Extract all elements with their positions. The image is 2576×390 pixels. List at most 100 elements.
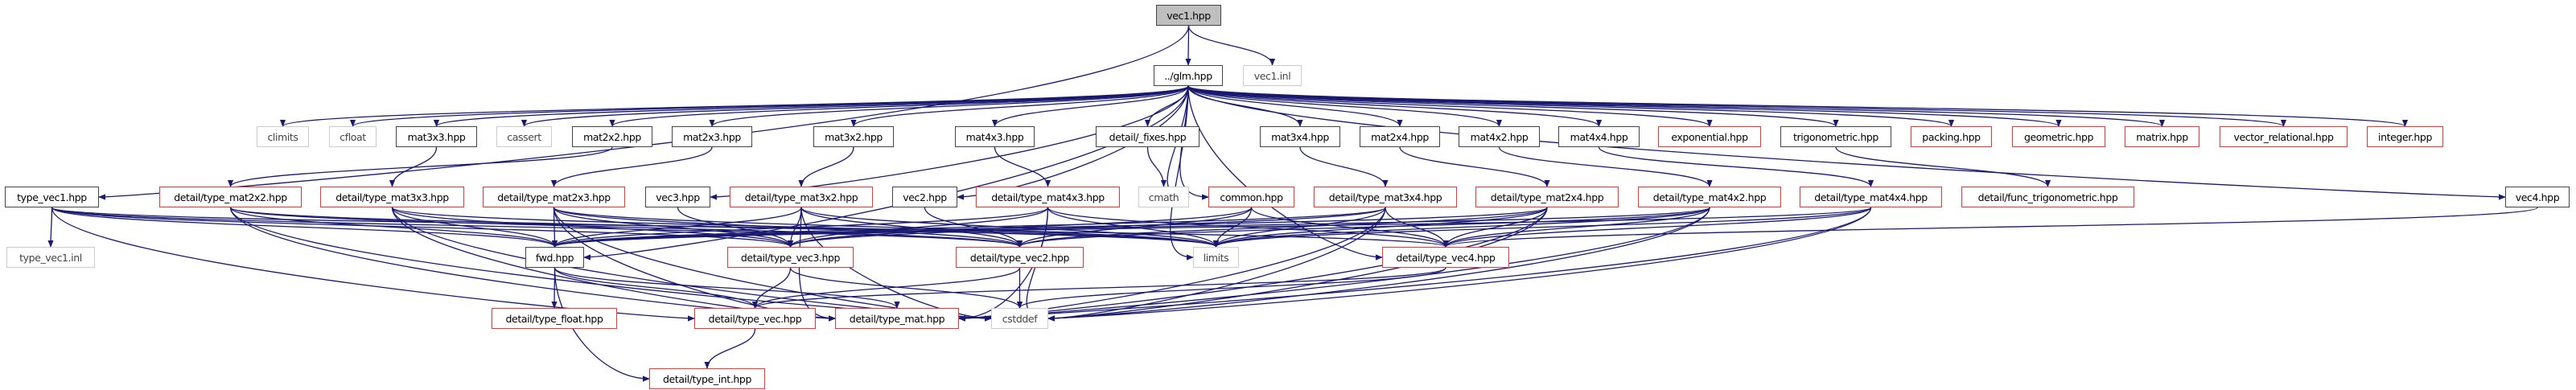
node-exponential[interactable]: exponential.hpp: [1658, 126, 1761, 147]
node-cfloat: cfloat: [329, 126, 377, 147]
edge-glm-to-mat3x2: [850, 85, 1189, 127]
edge-glm-to-exponential: [1187, 85, 1713, 127]
node-climits: climits: [257, 126, 309, 147]
edge-mat3x4-to-t_mat3x4: [1299, 146, 1389, 187]
node-vec1inl: vec1.inl: [1243, 65, 1302, 86]
node-t-mat2x2[interactable]: detail/type_mat2x2.hpp: [159, 187, 302, 207]
edge-t_mat3x2-to-t_vec2: [800, 207, 1023, 248]
edge-t_mat2x2-to-t_vec2: [229, 207, 1023, 248]
node-t-mat3x2[interactable]: detail/type_mat3x2.hpp: [730, 187, 873, 207]
edge-fixes-to-cmath: [1146, 146, 1167, 187]
node-t-vec2[interactable]: detail/type_vec2.hpp: [956, 247, 1084, 268]
node-fwd[interactable]: fwd.hpp: [525, 247, 584, 268]
node-t-mat4x4[interactable]: detail/type_mat4x4.hpp: [1800, 187, 1942, 207]
edge-fwd-to-t_vec: [553, 267, 759, 309]
edge-glm-to-packing: [1187, 85, 1954, 127]
node-vector-relational[interactable]: vector_relational.hpp: [2220, 126, 2348, 147]
edge-mat4x2-to-t_mat4x2: [1498, 146, 1713, 187]
edge-t_mat2x4-to-fwd: [552, 207, 1548, 248]
node-t-mat[interactable]: detail/type_mat.hpp: [835, 308, 959, 329]
edge-type_vec1-to-t_vec: [51, 207, 695, 322]
node-mat2x3[interactable]: mat2x3.hpp: [672, 126, 752, 147]
node-cmath: cmath: [1138, 187, 1189, 207]
node-common[interactable]: common.hpp: [1208, 187, 1294, 207]
edge-t_mat3x4-to-fwd: [552, 207, 1386, 248]
edge-mat2x2-to-t_mat2x2: [228, 146, 613, 187]
node-mat4x2[interactable]: mat4x2.hpp: [1459, 126, 1540, 147]
node-limits: limits: [1193, 247, 1239, 268]
node-cassert: cassert: [496, 126, 552, 147]
edge-glm-to-mat4x2: [1187, 85, 1503, 127]
edge-t_mat3x2-to-cstddef: [800, 207, 992, 322]
edge-vec1-to-vec1inl: [1187, 25, 1276, 66]
edge-t_vec-to-t_int: [704, 328, 756, 369]
node-geometric[interactable]: geometric.hpp: [2012, 126, 2105, 147]
edge-t_mat4x2-to-t_vec4: [1442, 207, 1710, 248]
node-type-vec1inl: type_vec1.inl: [6, 247, 95, 268]
node-vec3[interactable]: vec3.hpp: [645, 187, 710, 207]
node-trigonometric[interactable]: trigonometric.hpp: [1780, 126, 1891, 147]
node-t-mat4x2[interactable]: detail/type_mat4x2.hpp: [1638, 187, 1781, 207]
node-cstddef: cstddef: [991, 308, 1048, 329]
edge-t_mat4x3-to-fwd: [552, 207, 1049, 248]
edge-t_mat4x2-to-cstddef: [1047, 207, 1710, 322]
edge-t_mat3x2-to-limits: [800, 207, 1219, 248]
edge-glm-to-mat2x4: [1187, 85, 1403, 127]
edge-type_vec1-to-t_vec3: [51, 207, 793, 248]
node-packing[interactable]: packing.hpp: [1911, 126, 1992, 147]
edge-trigonometric-to-func_trig: [1835, 146, 2051, 187]
edge-glm-to-trigonometric: [1187, 85, 1839, 127]
edge-t_vec4-to-t_vec: [752, 267, 1446, 309]
node-t-mat3x3[interactable]: detail/type_mat3x3.hpp: [320, 187, 464, 207]
edge-glm-to-integer: [1187, 85, 2408, 127]
edge-t_mat2x4-to-t_vec4: [1442, 207, 1548, 248]
node-mat4x4[interactable]: mat4x4.hpp: [1558, 126, 1640, 147]
edge-t_mat3x4-to-limits: [1212, 207, 1386, 248]
edge-t_mat2x4-to-t_vec2: [1017, 207, 1548, 248]
edge-t_mat3x4-to-t_vec3: [788, 207, 1386, 248]
node-type-vec1[interactable]: type_vec1.hpp: [5, 187, 99, 207]
node-mat2x4[interactable]: mat2x4.hpp: [1360, 126, 1440, 147]
edge-t_mat4x2-to-limits: [1213, 207, 1710, 248]
node-mat3x2[interactable]: mat3x2.hpp: [813, 126, 894, 147]
edge-t_vec2-to-t_vec: [751, 267, 1021, 309]
edge-type_vec1-to-type_vec1inl: [47, 207, 54, 248]
node-integer[interactable]: integer.hpp: [2367, 126, 2443, 147]
edge-t_mat2x2-to-fwd: [229, 207, 558, 248]
edge-t_mat2x2-to-limits: [229, 207, 1219, 248]
edge-vec1-to-glm: [1185, 25, 1191, 66]
node-vec2[interactable]: vec2.hpp: [892, 187, 957, 207]
edge-mat4x3-to-t_mat4x3: [994, 146, 1051, 187]
node-t-mat4x3[interactable]: detail/type_mat4x3.hpp: [976, 187, 1120, 207]
node-t-vec4[interactable]: detail/type_vec4.hpp: [1382, 247, 1509, 268]
node-fixes[interactable]: detail/_fixes.hpp: [1096, 126, 1200, 147]
node-t-mat3x4[interactable]: detail/type_mat3x4.hpp: [1314, 187, 1457, 207]
node-mat3x3[interactable]: mat3x3.hpp: [396, 126, 477, 147]
node-func-trig[interactable]: detail/func_trigonometric.hpp: [1961, 187, 2134, 207]
node-vec4[interactable]: vec4.hpp: [2505, 187, 2570, 207]
node-matrix[interactable]: matrix.hpp: [2125, 126, 2199, 147]
edge-glm-to-geometric: [1187, 85, 2062, 127]
edge-t_vec4-to-cstddef: [1017, 267, 1446, 309]
edge-glm-to-climits: [280, 85, 1189, 127]
node-mat2x2[interactable]: mat2x2.hpp: [572, 126, 652, 147]
node-t-mat2x4[interactable]: detail/type_mat2x4.hpp: [1475, 187, 1619, 207]
node-mat3x4[interactable]: mat3x4.hpp: [1260, 126, 1340, 147]
edge-glm-to-cfloat: [350, 85, 1189, 127]
edge-t_mat4x2-to-fwd: [552, 207, 1710, 248]
node-t-float[interactable]: detail/type_float.hpp: [492, 308, 617, 329]
edge-glm-to-mat4x4: [1187, 85, 1602, 127]
node-glm[interactable]: ../glm.hpp: [1154, 65, 1223, 86]
node-t-vec[interactable]: detail/type_vec.hpp: [694, 308, 816, 329]
edge-mat2x3-to-t_mat2x3: [550, 146, 713, 187]
node-mat4x3[interactable]: mat4x3.hpp: [955, 126, 1035, 147]
node-vec1[interactable]: vec1.hpp: [1156, 5, 1221, 26]
edge-mat2x4-to-t_mat2x4: [1399, 146, 1550, 187]
edge-mat4x4-to-t_mat4x4: [1598, 146, 1874, 187]
edge-glm-to-cassert: [521, 85, 1189, 127]
edge-t_mat3x3-to-fwd: [391, 207, 558, 248]
node-t-int[interactable]: detail/type_int.hpp: [649, 368, 765, 389]
node-t-vec3[interactable]: detail/type_vec3.hpp: [727, 247, 854, 268]
edge-glm-to-mat4x3: [991, 85, 1189, 127]
node-t-mat2x3[interactable]: detail/type_mat2x3.hpp: [483, 187, 625, 207]
